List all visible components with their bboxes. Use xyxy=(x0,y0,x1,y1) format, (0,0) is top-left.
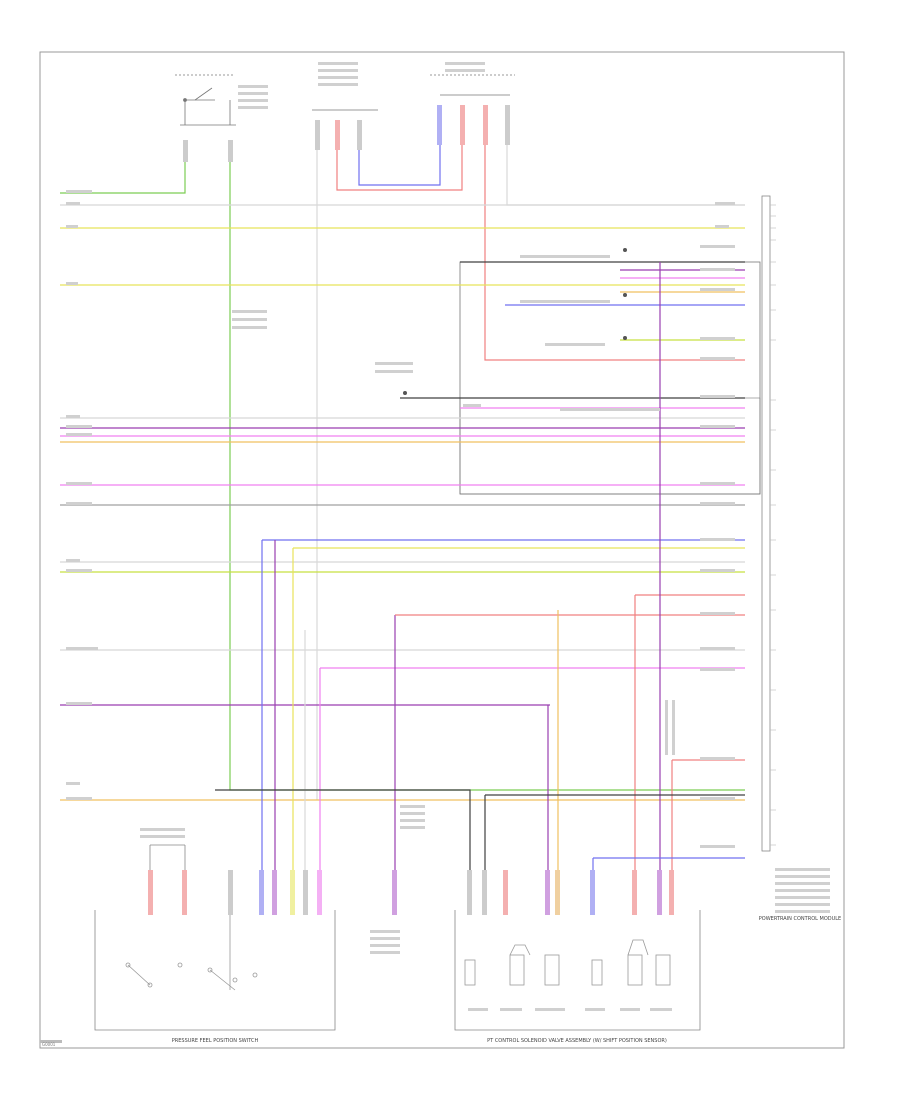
component-label-marks xyxy=(140,62,830,1011)
splice-points xyxy=(403,248,627,395)
ecm-connector xyxy=(761,195,771,852)
horizontal-wires xyxy=(60,204,745,801)
pedal-switch-internal xyxy=(125,915,258,991)
top-vertical-wires xyxy=(60,145,745,800)
solenoid-symbols xyxy=(464,939,671,986)
lower-vertical-wires xyxy=(215,262,745,880)
label-marks xyxy=(40,190,735,1043)
footer-code: G0001 xyxy=(42,1042,56,1047)
valve-assembly-caption: PT CONTROL SOLENOID VALVE ASSEMBLY (W/ S… xyxy=(487,1038,667,1044)
top-connector-pins xyxy=(183,105,510,162)
diagram-frame xyxy=(39,51,845,1049)
pedal-switch-caption: PRESSURE FEEL POSITION SWITCH xyxy=(172,1038,259,1044)
neutral-switch-symbol xyxy=(175,74,236,126)
module-box xyxy=(459,261,761,495)
stoplamp-switch-symbol xyxy=(312,74,515,111)
bottom-connector-pins xyxy=(148,870,674,915)
bottom-enclosures xyxy=(94,844,701,1031)
ecm-pin-ticks xyxy=(770,204,776,846)
module-sub-box xyxy=(459,397,761,495)
ecm-caption: POWERTRAIN CONTROL MODULE xyxy=(759,916,841,922)
